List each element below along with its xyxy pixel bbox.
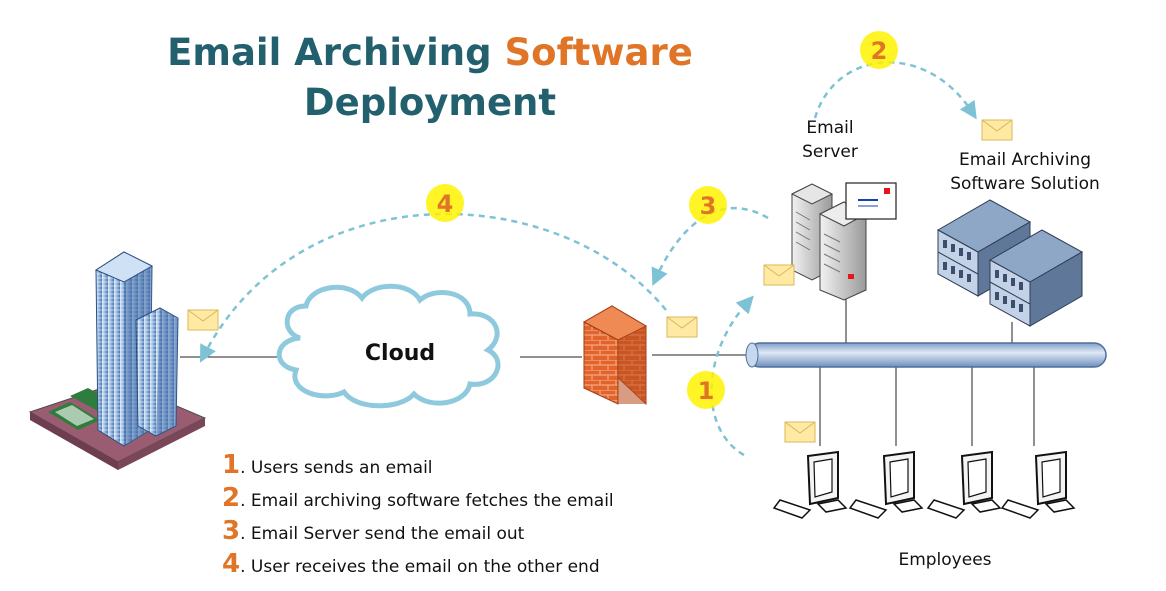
network-links bbox=[180, 292, 1035, 446]
step-text: . Email Server send the email out bbox=[240, 524, 525, 544]
step-text: . Email archiving software fetches the e… bbox=[240, 491, 614, 511]
badge-2-number: 2 bbox=[871, 37, 888, 65]
employees-label: Employees bbox=[898, 550, 992, 570]
badge-1: 1 bbox=[687, 371, 725, 409]
badge-3: 3 bbox=[689, 186, 727, 224]
server-icon bbox=[790, 183, 868, 301]
title-line-1: Email Archiving Software bbox=[110, 28, 750, 78]
email-document-icon bbox=[845, 182, 897, 220]
rack-server-icon bbox=[936, 199, 1084, 327]
cloud-icon bbox=[276, 283, 501, 409]
badge-1-number: 1 bbox=[698, 377, 715, 405]
cloud-label: Cloud bbox=[364, 341, 436, 366]
step-text: . Users sends an email bbox=[240, 458, 433, 478]
computer-icon bbox=[772, 450, 1076, 519]
firewall-icon bbox=[582, 305, 648, 406]
step-number: 1 bbox=[222, 450, 241, 480]
archiving-solution-label: Email Archiving Software Solution bbox=[930, 148, 1120, 196]
badge-4: 4 bbox=[426, 184, 464, 222]
step-item-3: 3. Email Server send the email out bbox=[222, 516, 614, 549]
envelope-icon bbox=[187, 119, 1013, 443]
badge-2: 2 bbox=[860, 31, 898, 69]
step-number: 4 bbox=[222, 549, 241, 579]
step-item-2: 2. Email archiving software fetches the … bbox=[222, 483, 614, 516]
email-server-label: Email Server bbox=[780, 116, 880, 164]
steps-legend: 1. Users sends an email 2. Email archivi… bbox=[222, 450, 614, 582]
title-accent: Software bbox=[504, 31, 693, 74]
step-number: 3 bbox=[222, 516, 241, 546]
title-part-1: Email Archiving bbox=[167, 31, 505, 74]
title-line-2: Deployment bbox=[303, 81, 557, 124]
badge-4-number: 4 bbox=[437, 190, 454, 218]
archiving-label-line-1: Email Archiving bbox=[958, 150, 1091, 170]
step-item-4: 4. User receives the email on the other … bbox=[222, 549, 614, 582]
step-item-1: 1. Users sends an email bbox=[222, 450, 614, 483]
step-text: . User receives the email on the other e… bbox=[240, 557, 600, 577]
network-bus bbox=[745, 342, 1107, 368]
email-server-label-line-2: Server bbox=[802, 142, 858, 162]
diagram-title: Email Archiving Software Deployment bbox=[110, 28, 750, 128]
step-number: 2 bbox=[222, 483, 241, 513]
archiving-label-line-2: Software Solution bbox=[950, 174, 1100, 194]
office-building-icon bbox=[28, 251, 207, 470]
email-server-label-line-1: Email bbox=[806, 118, 854, 138]
step-badges: 1 2 3 4 bbox=[426, 31, 898, 409]
badge-3-number: 3 bbox=[700, 192, 717, 220]
